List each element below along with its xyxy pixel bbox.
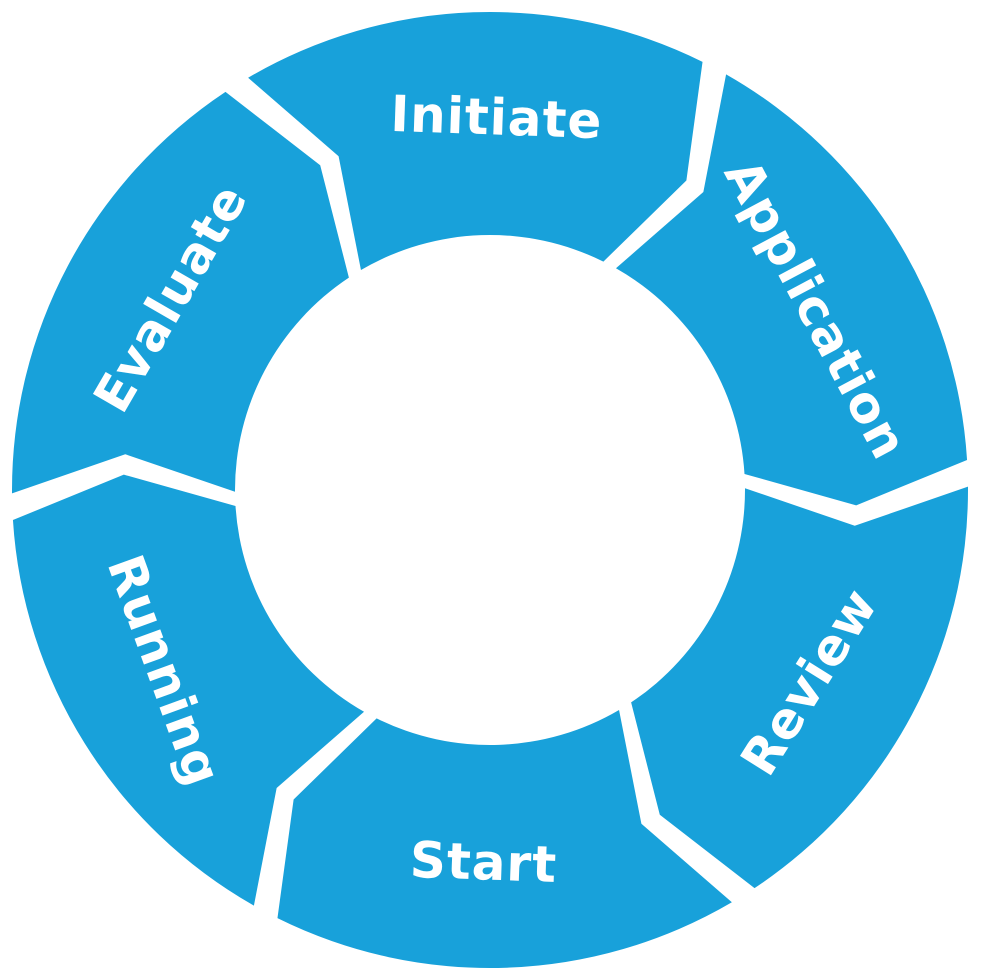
cycle-segment-review: [631, 486, 969, 889]
cycle-segment-application: [615, 74, 968, 506]
cycle-segment-running: [12, 474, 365, 906]
cycle-segment-evaluate: [11, 91, 349, 494]
segment-label-initiate: Initiate: [390, 85, 604, 150]
cycle-segments: [11, 12, 969, 968]
segment-label-start: Start: [409, 831, 558, 894]
cycle-segment-start: [277, 709, 732, 968]
cycle-segment-initiate: [248, 12, 703, 271]
